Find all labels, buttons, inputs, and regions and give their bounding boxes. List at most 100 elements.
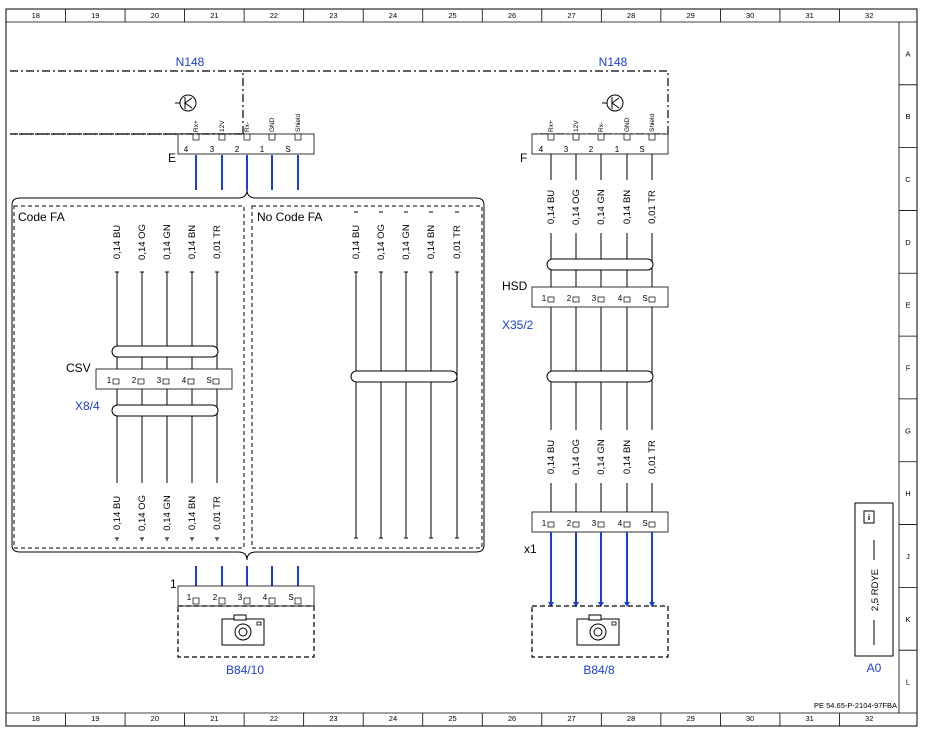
grid-column-label: 18 <box>32 714 40 723</box>
pin-signal: GND <box>269 117 276 132</box>
pin-number: 3 <box>238 593 243 602</box>
connector-b84-10-label: 1 <box>170 577 177 591</box>
grid-row-label: B <box>905 112 910 121</box>
connector-pin <box>547 521 555 528</box>
pin-number: S <box>288 593 293 602</box>
connector-pin <box>243 133 251 141</box>
connector-pin <box>137 378 145 385</box>
camera-icon <box>221 614 265 646</box>
module-name: N148 <box>176 55 205 69</box>
variant-no-code-fa: No Code FA <box>257 210 322 224</box>
pin-signal: Rx+ <box>548 120 555 132</box>
pin-number: 3 <box>157 376 162 385</box>
pin-number: 4 <box>184 145 189 154</box>
pin-signal: GND <box>624 117 631 132</box>
grid-column-label: 21 <box>210 714 218 723</box>
wire-label: 0,01 TR <box>647 190 658 224</box>
pin-number: 4 <box>618 519 623 528</box>
twisted-pair-marker <box>350 370 458 383</box>
pin-signal: 12V <box>219 120 226 132</box>
wire-label: 0,01 TR <box>212 225 223 259</box>
grid-column-label: 31 <box>806 714 814 723</box>
connector-pin <box>218 133 226 141</box>
wire-label: 0,14 OG <box>571 439 582 475</box>
grid-column-label: 26 <box>508 714 516 723</box>
pin-number: 4 <box>618 294 623 303</box>
frame <box>5 8 918 727</box>
connector-pin <box>623 133 631 141</box>
grid-column-label: 28 <box>627 11 635 20</box>
camera-id: B84/8 <box>583 663 615 677</box>
grid-row-label: H <box>905 489 910 498</box>
wires-e-to-variants <box>195 155 299 190</box>
grid-column-label: 25 <box>448 714 456 723</box>
grid-row-label: E <box>905 301 910 310</box>
grid-column-label: 19 <box>91 714 99 723</box>
svg-text:i: i <box>868 513 871 522</box>
grid-column-label: 24 <box>389 714 397 723</box>
pin-signal: Rx+ <box>193 120 200 132</box>
connector-pin <box>112 378 120 385</box>
pin-number: 2 <box>567 294 572 303</box>
connector-pin <box>623 521 631 528</box>
pin-number: 3 <box>592 519 597 528</box>
wire-label: 0,14 BU <box>546 190 557 224</box>
grid-row-label: A <box>905 49 910 58</box>
grid-row-label: D <box>905 238 911 247</box>
grid-column-label: 29 <box>686 714 694 723</box>
connector-e-label: E <box>168 151 176 165</box>
camera-id: B84/10 <box>226 663 264 677</box>
wire-label: 0,14 OG <box>571 189 582 225</box>
connector-pin <box>572 133 580 141</box>
grid-column-label: 32 <box>865 714 873 723</box>
wire-label: 0,14 OG <box>137 224 148 260</box>
twisted-pair-marker <box>546 370 654 383</box>
pin-signal: Shield <box>649 114 656 132</box>
pin-number: 3 <box>210 145 215 154</box>
wire-label: 0,01 TR <box>212 496 223 530</box>
connector-pin <box>648 133 656 141</box>
wires-to-b84-8 <box>548 532 655 607</box>
pin-signal: Shield <box>295 114 302 132</box>
camera-icon <box>576 614 620 646</box>
twisted-pair-marker <box>111 404 219 417</box>
wire-label: 0,01 TR <box>647 440 658 474</box>
pin-number: S <box>206 376 211 385</box>
wire-label: 0,14 BU <box>546 440 557 474</box>
connector-pin <box>547 296 555 303</box>
wire-label: 0,14 BN <box>187 496 198 530</box>
wire-label: 0,14 GN <box>596 439 607 475</box>
connector-pin <box>218 597 226 605</box>
connector-pin <box>294 597 302 605</box>
grid-column-label: 20 <box>151 11 159 20</box>
connector-hsd-label: HSD <box>502 279 528 293</box>
wire-label: 0,14 GN <box>596 189 607 225</box>
grid-column-label: 22 <box>270 11 278 20</box>
grid-column-label: 21 <box>210 11 218 20</box>
info-wire-label: 2,5 RDYE <box>870 569 881 611</box>
wire-label: 0,14 GN <box>162 224 173 260</box>
connector-x1-label: x1 <box>524 542 537 556</box>
pin-signal: Rx- <box>598 122 605 132</box>
grid-column-label: 31 <box>806 11 814 20</box>
grid-row-label: J <box>906 552 910 561</box>
grid-column-label: 30 <box>746 11 754 20</box>
grid-row-label: G <box>905 426 911 435</box>
grid-column-label: 24 <box>389 11 397 20</box>
pin-number: S <box>639 145 644 154</box>
connector-pin <box>243 597 251 605</box>
wire-label: 0,14 OG <box>376 224 387 260</box>
connector-pin <box>597 296 605 303</box>
wire-label: 0,14 BU <box>112 225 123 259</box>
grid-column-label: 32 <box>865 11 873 20</box>
variant-code-fa: Code FA <box>18 210 65 224</box>
wire-label: 0,14 BN <box>426 225 437 259</box>
wire-label: 0,14 BU <box>112 496 123 530</box>
